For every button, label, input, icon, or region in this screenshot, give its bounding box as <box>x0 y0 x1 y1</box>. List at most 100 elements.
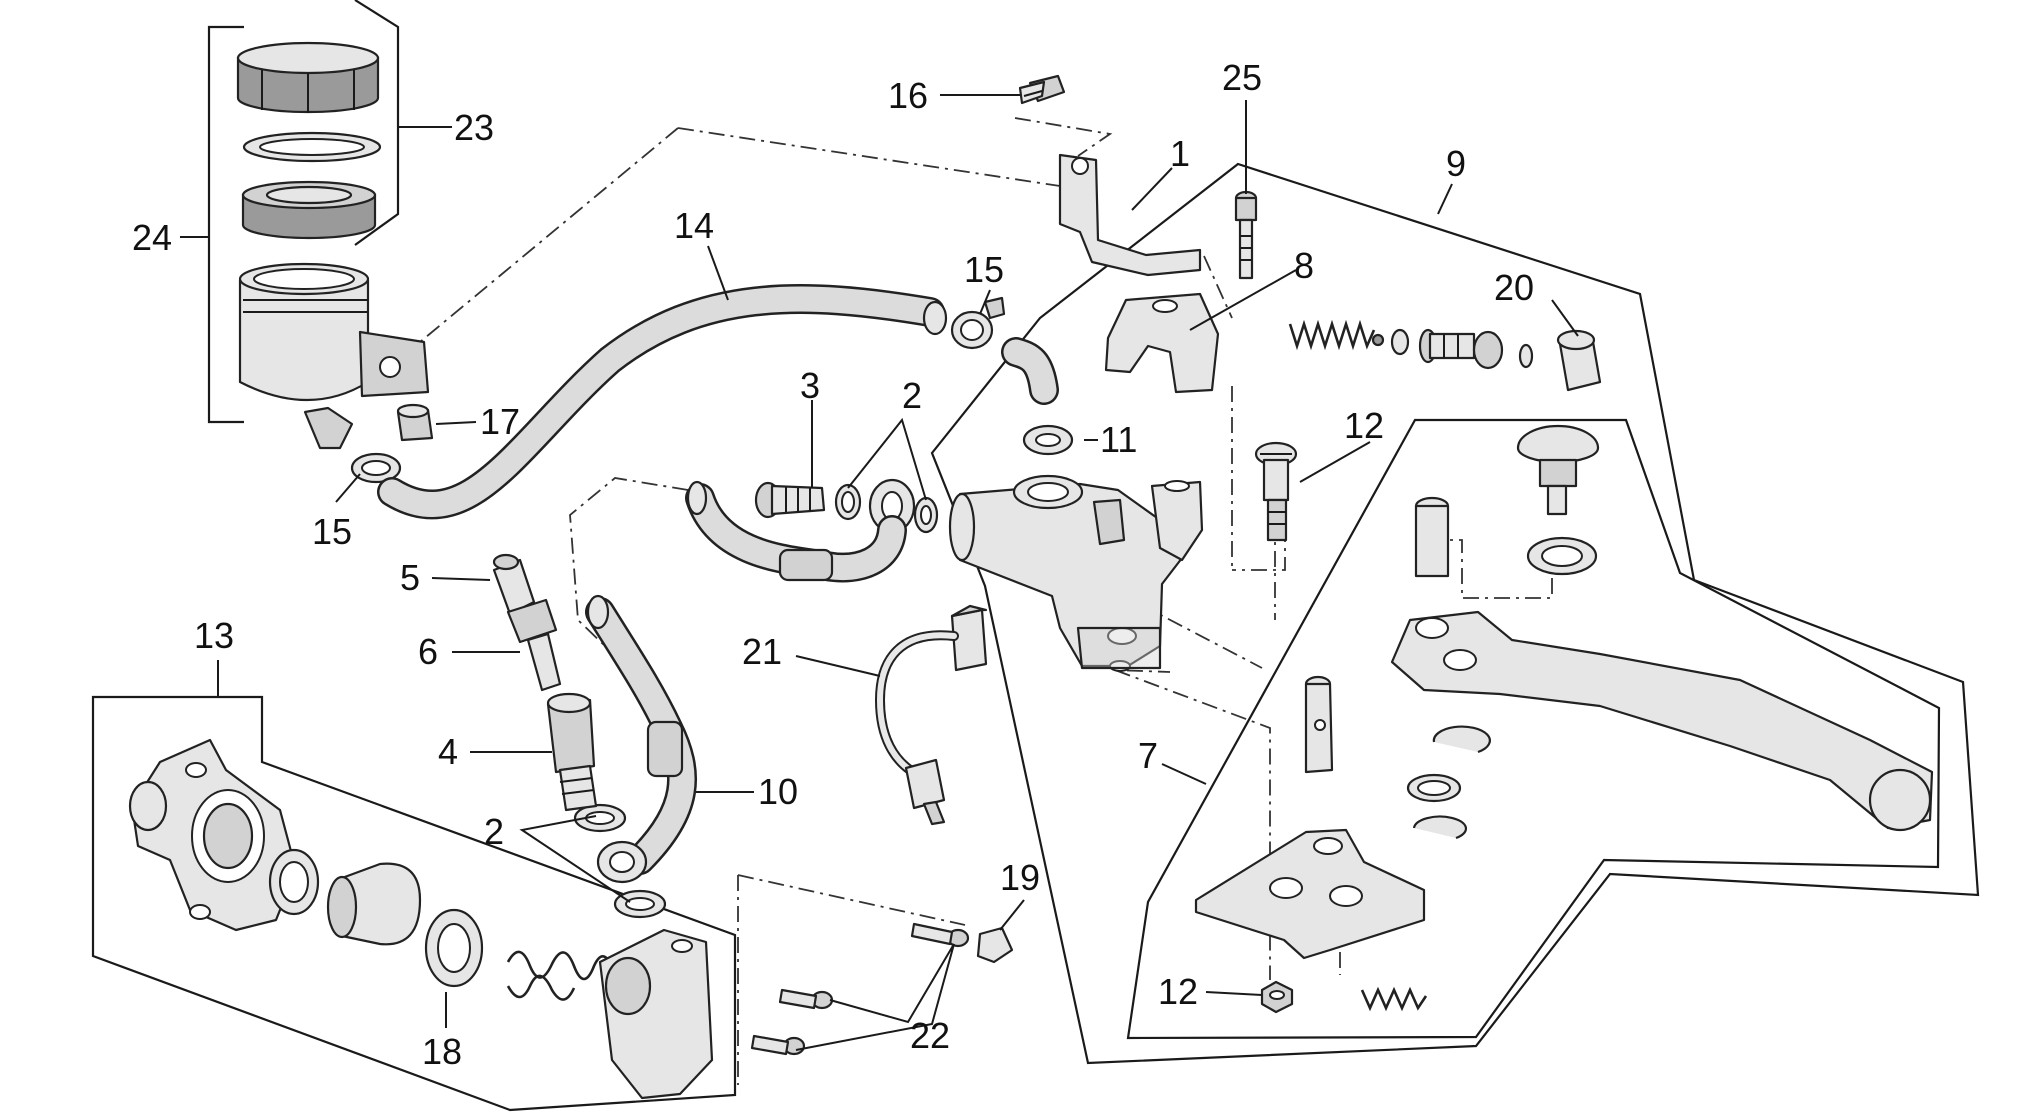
slave-cylinder-housing <box>128 738 298 932</box>
reservoir-body <box>238 262 430 450</box>
hose-clamp-15-left <box>350 452 402 484</box>
leader-5 <box>431 577 491 581</box>
guide-caliper-bolts <box>737 874 966 926</box>
washer-2-lower-a <box>573 803 627 833</box>
clutch-switch-21 <box>874 604 988 826</box>
bleed-screw-6 <box>506 598 562 692</box>
adjuster-plate-7 <box>1194 828 1426 960</box>
washer-2-lower-b <box>613 889 667 919</box>
banjo-fitting-4 <box>546 692 598 812</box>
slave-piston-seal <box>268 848 320 916</box>
leader-12-upper <box>1299 441 1371 483</box>
pushrod-pin <box>1304 675 1334 774</box>
callout-15-left: 15 <box>312 511 352 552</box>
leader-20 <box>1551 299 1579 337</box>
guide-lever-button <box>1428 539 1553 599</box>
callout-6: 6 <box>418 631 438 672</box>
master-cylinder-body <box>948 474 1204 672</box>
callout-20: 20 <box>1494 267 1534 308</box>
guide-clip-top <box>1203 255 1233 319</box>
guide-bracket-top <box>677 127 1061 187</box>
cap-19 <box>976 926 1014 964</box>
seal-18 <box>424 908 484 988</box>
callout-1: 1 <box>1170 133 1190 174</box>
frame-master-cylinder-group-9 <box>930 162 1980 1065</box>
callout-18: 18 <box>422 1031 462 1072</box>
leader-7 <box>1161 763 1207 785</box>
lever-button-knob <box>1516 424 1600 516</box>
leader-1 <box>1131 167 1173 211</box>
lever-washer <box>1526 536 1598 576</box>
callout-5: 5 <box>400 557 420 598</box>
callout-12-upper: 12 <box>1344 405 1384 446</box>
piston-seal <box>1390 328 1410 356</box>
washer-2-upper-b <box>913 496 939 534</box>
lever-circlip-1 <box>1432 725 1491 754</box>
callout-25: 25 <box>1222 57 1262 98</box>
leader-8 <box>1189 269 1297 331</box>
leader-15-right <box>979 289 991 315</box>
bracket-frame-24 <box>207 25 244 424</box>
callout-23: 23 <box>454 107 494 148</box>
guide-bracket-screw <box>1014 117 1113 157</box>
pipe-fitting-11 <box>1001 337 1074 456</box>
reservoir-gasket <box>242 131 382 163</box>
nut-12 <box>1260 980 1294 1014</box>
clamp-top-8 <box>1104 292 1220 394</box>
frame-lever-group-7 <box>1126 418 1941 1040</box>
callout-4: 4 <box>438 731 458 772</box>
leader-15-left <box>335 473 361 503</box>
callout-8: 8 <box>1294 245 1314 286</box>
callout-24: 24 <box>132 217 172 258</box>
pivot-bolt-12 <box>1254 441 1298 542</box>
callout-2-lower: 2 <box>484 811 504 852</box>
bolt-25 <box>1234 190 1258 280</box>
clutch-lever <box>1390 610 1934 832</box>
callout-22: 22 <box>910 1015 950 1056</box>
screw-16 <box>1018 74 1066 105</box>
guide-body-lever <box>1112 589 1263 669</box>
leader-22 <box>795 943 955 1051</box>
callout-14: 14 <box>674 205 714 246</box>
callout-15-right: 15 <box>964 249 1004 290</box>
reservoir-plug-17 <box>396 403 434 442</box>
guide-reservoir-bracket <box>419 127 679 343</box>
mounting-bracket-1 <box>1058 153 1202 277</box>
leader-19 <box>999 899 1025 931</box>
leader-12-lower <box>1205 991 1263 996</box>
guide-hose-loop <box>569 477 689 647</box>
lever-circlip-2 <box>1412 815 1468 840</box>
leader-14 <box>707 245 729 301</box>
piston-spring <box>1288 319 1385 351</box>
lever-bushing <box>1414 496 1450 578</box>
callout-16: 16 <box>888 75 928 116</box>
callout-3: 3 <box>800 365 820 406</box>
slave-piston <box>326 862 422 946</box>
callout-2-upper: 2 <box>902 375 922 416</box>
caliper-bolt-22-b <box>778 988 834 1010</box>
callout-13: 13 <box>194 615 234 656</box>
clutch-hose-upper-10 <box>685 480 907 583</box>
callout-11: 11 <box>1100 419 1137 460</box>
guide-pin-pivot <box>1114 669 1271 980</box>
reservoir-diaphragm <box>241 180 377 240</box>
washer-2-upper-a <box>834 483 862 521</box>
callout-21: 21 <box>742 631 782 672</box>
clutch-hose-lower-10 <box>585 594 698 884</box>
banjo-fitting-upper <box>868 478 916 534</box>
bracket-frame-23 <box>354 0 400 246</box>
piston <box>1418 328 1504 370</box>
slave-cover <box>598 928 714 1100</box>
leader-2-upper <box>847 417 927 501</box>
bleed-cap-5 <box>492 553 536 616</box>
caliper-bolt-22-a <box>910 922 970 948</box>
circlip-small <box>1518 343 1534 369</box>
leader-9 <box>1437 183 1453 215</box>
banjo-bolt-3 <box>754 481 826 519</box>
leader-17 <box>435 421 477 425</box>
guide-body-mid <box>1113 589 1171 673</box>
dust-boot-20 <box>1556 329 1602 392</box>
callout-19: 19 <box>1000 857 1040 898</box>
